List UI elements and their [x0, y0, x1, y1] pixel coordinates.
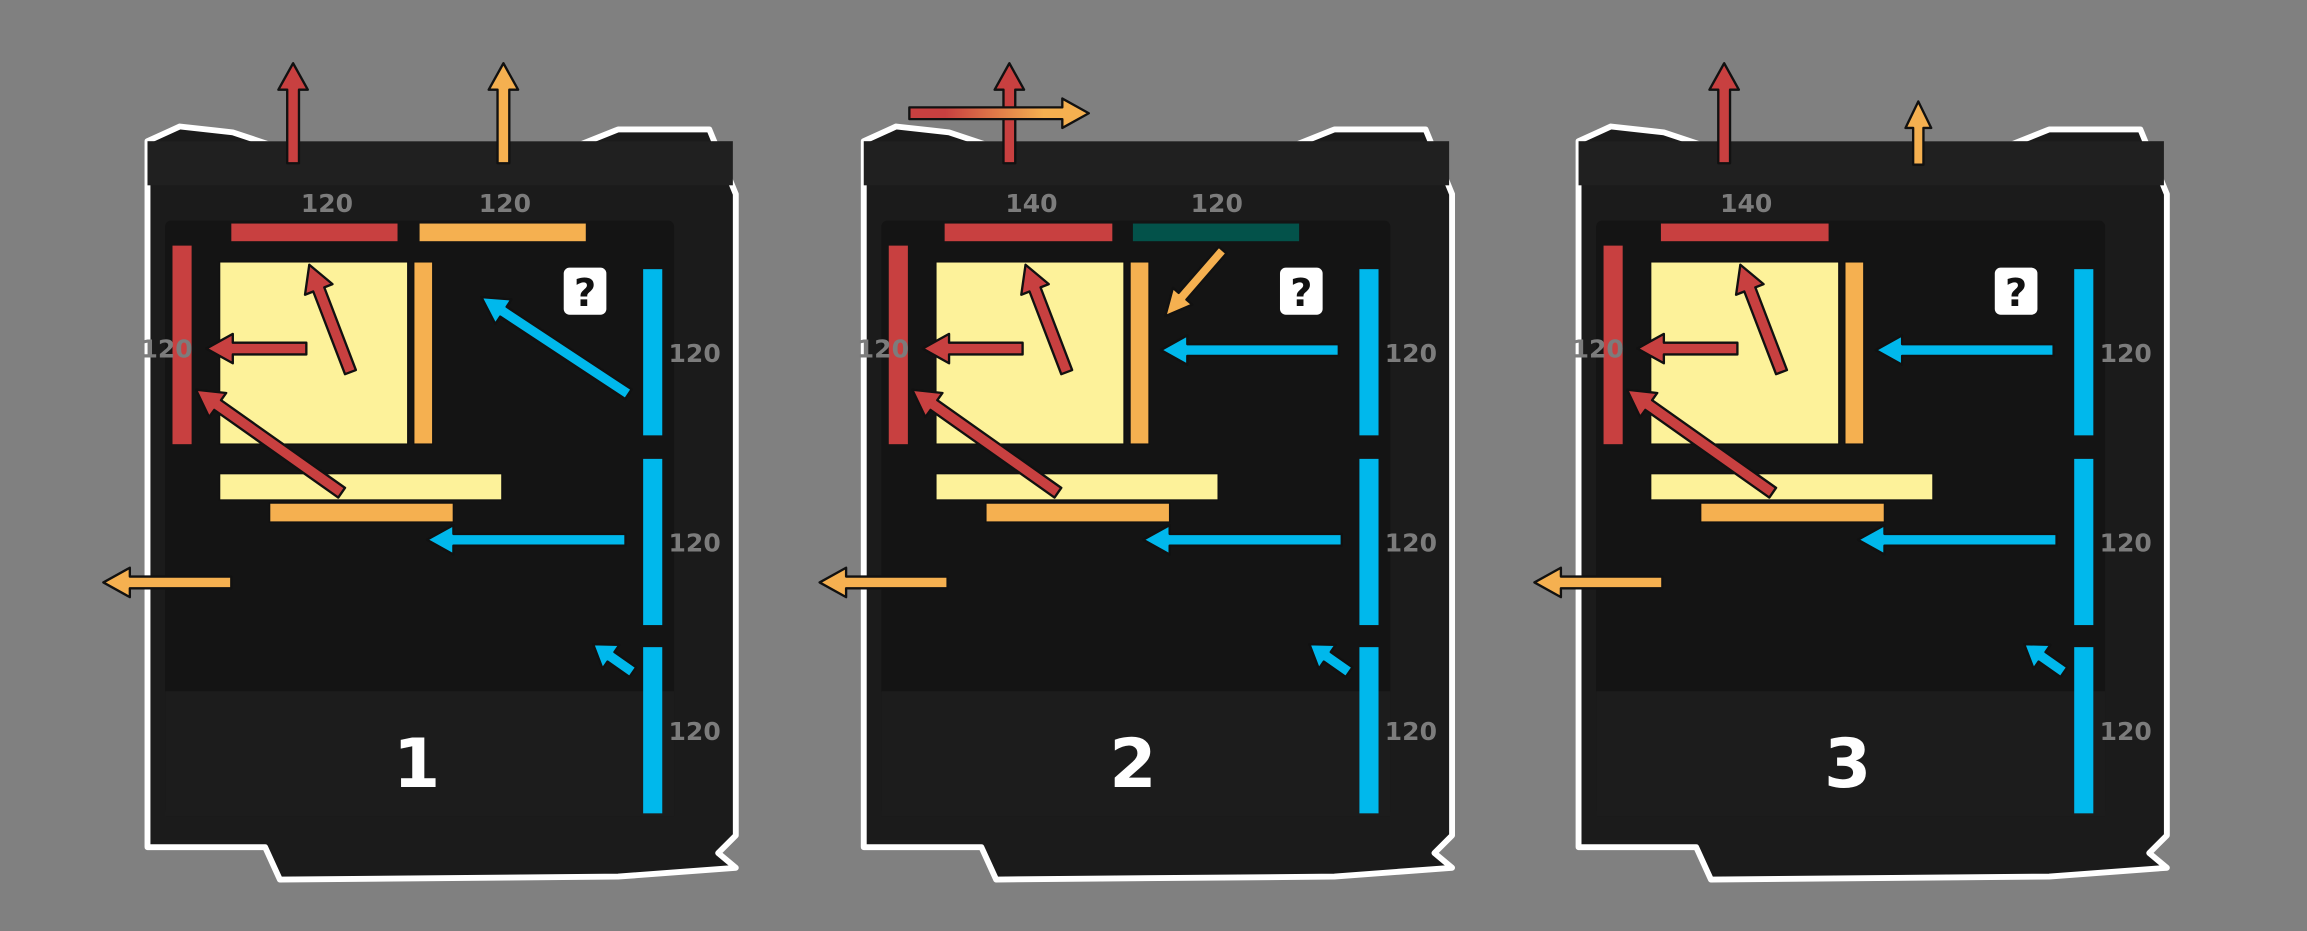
ram-radiator [412, 261, 434, 445]
rear-fan-size-label: 120 [141, 334, 193, 363]
unknown-marker-box [1279, 267, 1323, 315]
intake-arrow-icon [2023, 643, 2069, 679]
cpu-to-rear-arrow-icon [921, 332, 1024, 365]
top-fan-size-label: 140 [1005, 189, 1057, 218]
gpu-to-rear-arrow-icon [911, 388, 1063, 499]
cpu-to-top-arrow-icon [303, 263, 358, 376]
gpu-to-rear-arrow-icon [194, 388, 347, 499]
panel-number: 2 [1109, 724, 1156, 803]
front-fan-2 [2074, 458, 2094, 626]
top-exhaust-arrow-icon [487, 62, 520, 165]
front-fan-3 [1359, 647, 1379, 814]
case-panel-3: 140 120 120 120 120? 3 [1533, 62, 2170, 883]
case-panel-2: 140 120 120 120 120 120? 2 [818, 62, 1456, 883]
psu-shroud [1596, 691, 2106, 817]
cpu-to-top-arrow-icon [1020, 263, 1074, 376]
gpu [935, 472, 1219, 501]
rear-fan [1603, 245, 1623, 445]
rear-exhaust-arrow-icon [818, 566, 949, 599]
psu-shroud [165, 691, 675, 817]
front-fan-size-label: 120 [669, 717, 721, 746]
top-fan-1 [231, 223, 398, 242]
case-top-panel [1578, 141, 2164, 186]
case-top-panel [147, 141, 733, 186]
cpu-to-rear-arrow-icon [205, 332, 308, 365]
intake-arrow-icon [1856, 523, 2058, 556]
case-top-panel [863, 141, 1450, 186]
rear-fan-size-label: 120 [857, 334, 909, 363]
front-fan-3 [2074, 647, 2094, 814]
cpu-to-top-arrow-icon [1734, 263, 1789, 376]
front-fan-size-label: 120 [669, 529, 721, 558]
rear-fan-size-label: 120 [1572, 334, 1624, 363]
panel-number: 3 [1824, 724, 1871, 803]
rear-fan [888, 245, 908, 445]
top-fan-size-label: 120 [1191, 189, 1243, 218]
unknown-marker-box [563, 267, 607, 315]
top-fan-2 [1132, 223, 1300, 242]
front-fan-1 [1359, 269, 1379, 436]
gpu [218, 472, 503, 501]
front-fan-size-label: 120 [2100, 339, 2152, 368]
ram-radiator [1129, 261, 1150, 445]
panel-number: 1 [393, 724, 440, 803]
gpu-to-rear-arrow-icon [1625, 388, 1778, 499]
rear-exhaust-arrow-icon [1533, 566, 1664, 599]
front-fan-2 [643, 458, 663, 626]
intake-arrow-icon [1874, 334, 2055, 366]
front-fan-size-label: 120 [2100, 529, 2152, 558]
top-fan-size-label: 120 [301, 189, 353, 218]
front-fan-3 [643, 647, 663, 814]
top-intake-arrow-icon [1164, 245, 1228, 318]
intake-arrow-icon [480, 295, 633, 401]
intake-arrow-icon [1142, 523, 1343, 556]
intake-arrow-icon [1159, 334, 1340, 366]
question-mark-icon: ? [1290, 272, 1312, 316]
front-fan-size-label: 120 [1385, 529, 1437, 558]
gpu-backplate [1699, 502, 1886, 523]
question-mark-icon: ? [2005, 272, 2027, 316]
front-fan-size-label: 120 [1385, 717, 1437, 746]
front-fan-size-label: 120 [2100, 717, 2152, 746]
case-panel-1: 120 120 120 120 120 120? 1 [102, 62, 739, 883]
top-fan-2 [419, 223, 586, 242]
intake-arrow-icon [1308, 643, 1354, 679]
top-fan-1 [1660, 223, 1829, 242]
front-fan-size-label: 120 [1385, 339, 1437, 368]
top-exhaust-arrow-icon [1904, 100, 1933, 166]
front-fan-2 [1359, 458, 1379, 626]
question-mark-icon: ? [574, 272, 596, 316]
gpu-backplate [985, 502, 1171, 523]
unknown-marker-box [1994, 267, 2038, 315]
gpu-backplate [268, 502, 455, 523]
top-fan-size-label: 120 [479, 189, 531, 218]
psu-shroud [881, 691, 1391, 817]
top-fan-1 [944, 223, 1113, 242]
front-fan-1 [643, 269, 663, 436]
rear-fan [172, 245, 192, 445]
heat-transfer-arrow-icon [908, 97, 1090, 130]
gpu [1649, 472, 1934, 501]
intake-arrow-icon [425, 523, 627, 556]
front-fan-1 [2074, 269, 2094, 436]
top-exhaust-arrow-icon [1708, 62, 1741, 165]
rear-exhaust-arrow-icon [102, 566, 233, 599]
intake-arrow-icon [591, 643, 638, 679]
front-fan-size-label: 120 [669, 339, 721, 368]
top-exhaust-arrow-icon [277, 62, 309, 165]
top-fan-size-label: 140 [1720, 189, 1772, 218]
cpu-to-rear-arrow-icon [1636, 332, 1739, 365]
ram-radiator [1844, 261, 1865, 445]
